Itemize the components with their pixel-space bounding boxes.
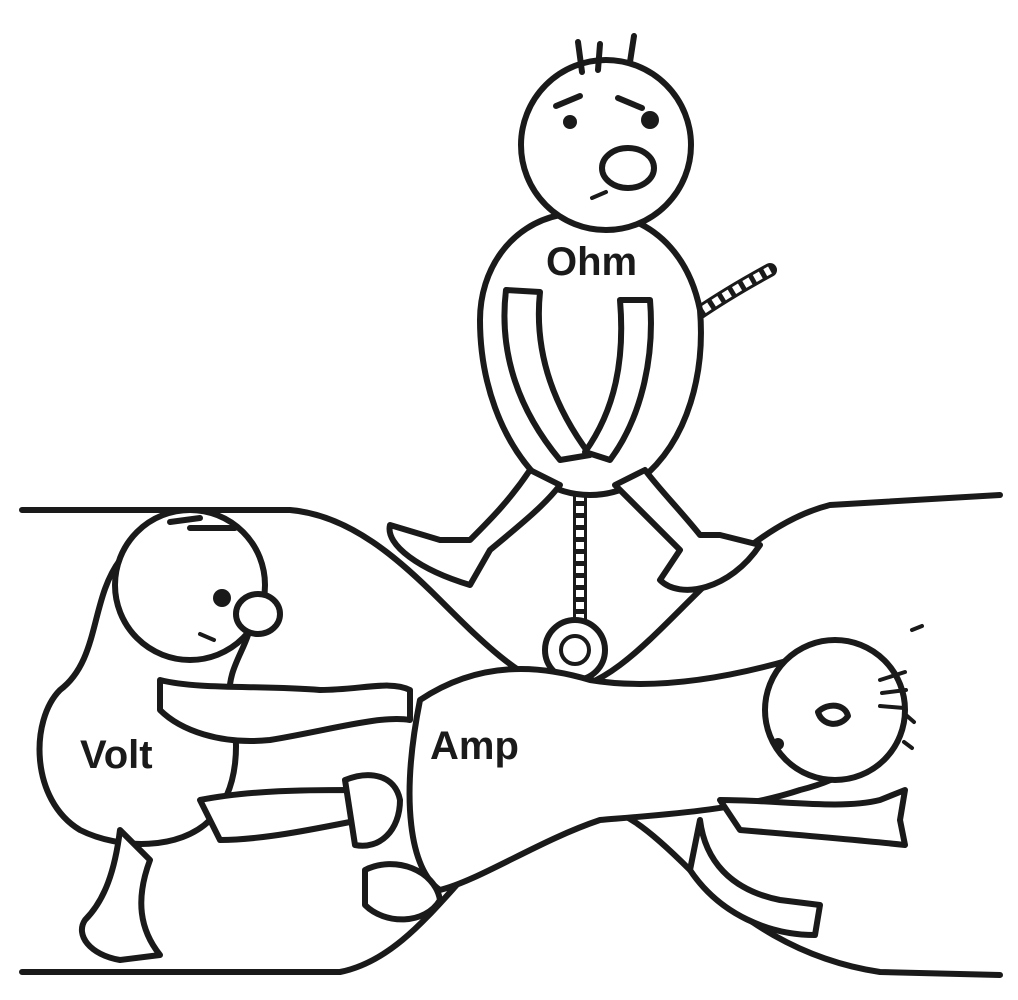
amp-leg <box>687 817 823 938</box>
volt-nose <box>233 591 283 637</box>
ohm-character <box>386 33 763 593</box>
ohm-leg-left <box>386 467 563 588</box>
ohm-mouth <box>599 145 657 191</box>
amp-arm <box>717 787 908 848</box>
volt-character <box>36 507 413 963</box>
ohm-leg-right <box>612 467 763 593</box>
amp-foot <box>362 861 443 923</box>
ohm-arm-right <box>582 297 654 463</box>
ohm-hair <box>575 33 637 75</box>
amp-eye <box>772 738 784 750</box>
volt-head <box>112 507 268 663</box>
ohm-eye-left <box>563 115 577 129</box>
ohm-chin-line <box>590 190 608 200</box>
volt-label: Volt <box>80 733 153 777</box>
ohm-head <box>518 57 694 233</box>
amp-label: Amp <box>430 724 519 768</box>
ohm-eyebrow-right <box>615 95 645 111</box>
rope-knot-inner <box>559 634 591 666</box>
amp-whiskers <box>878 670 908 710</box>
volt-hair <box>167 515 238 531</box>
volt-leg-back <box>78 827 163 963</box>
amp-character <box>362 624 924 938</box>
volt-eye <box>213 589 231 607</box>
volt-mouth <box>198 632 216 642</box>
volt-leg-front <box>197 787 363 843</box>
amp-dizzy-marks <box>902 624 924 750</box>
volt-foot <box>342 772 403 849</box>
ohm-label: Ohm <box>546 240 638 284</box>
ohm-eye-right <box>641 111 659 129</box>
ohm-eyebrow-left <box>553 93 583 109</box>
volt-arm-upper <box>157 677 413 744</box>
amp-mouth <box>815 702 851 727</box>
